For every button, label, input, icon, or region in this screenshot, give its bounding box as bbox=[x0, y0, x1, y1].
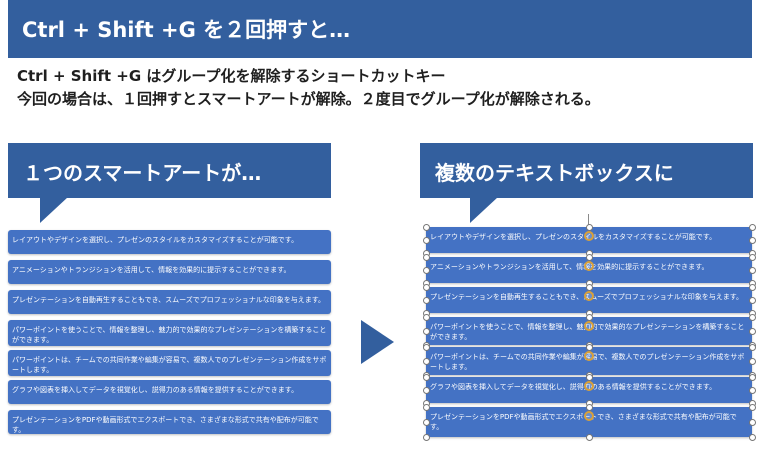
resize-handle[interactable] bbox=[422, 283, 430, 291]
smartart-item-text: グラフや図表を挿入してデータを視覚化し、説得力のある情報を提供することができます… bbox=[12, 386, 299, 394]
textbox-item-text: アニメーションやトランジションを活用して、情報を効果的に提示することができます。 bbox=[430, 263, 709, 271]
resize-handle[interactable] bbox=[585, 343, 593, 351]
resize-handle[interactable] bbox=[422, 266, 430, 274]
resize-handle[interactable] bbox=[748, 266, 756, 274]
right-callout: 複数のテキストボックスに bbox=[420, 143, 753, 198]
smartart-item-text: アニメーションやトランジションを活用して、情報を効果的に提示することができます。 bbox=[12, 266, 291, 274]
resize-handle[interactable] bbox=[422, 433, 430, 441]
resize-handle[interactable] bbox=[422, 403, 430, 411]
resize-handle[interactable] bbox=[748, 283, 756, 291]
smartart-item-text: プレゼンテーションをPDFや動画形式でエクスポートでき、さまざまな形式で共有や配… bbox=[12, 416, 319, 434]
resize-handle[interactable] bbox=[585, 313, 593, 321]
resize-handle[interactable] bbox=[748, 403, 756, 411]
resize-handle[interactable] bbox=[422, 223, 430, 231]
smartart-item-text: パワーポイントは、チームでの共同作業や編集が容易で、複数人でのプレゼンテーション… bbox=[12, 356, 327, 374]
resize-handle[interactable] bbox=[422, 313, 430, 321]
smartart-item[interactable]: パワーポイントは、チームでの共同作業や編集が容易で、複数人でのプレゼンテーション… bbox=[8, 350, 331, 376]
resize-handle[interactable] bbox=[748, 236, 756, 244]
smartart-item[interactable]: アニメーションやトランジションを活用して、情報を効果的に提示することができます。 bbox=[8, 260, 331, 284]
rotate-handle-icon[interactable] bbox=[584, 351, 594, 361]
resize-handle[interactable] bbox=[748, 223, 756, 231]
smartart-item-text: パワーポイントを使うことで、情報を整理し、魅力的で効果的なプレゼンテーションを構… bbox=[12, 326, 327, 344]
resize-handle[interactable] bbox=[422, 357, 430, 365]
rotate-handle-icon[interactable] bbox=[584, 381, 594, 391]
rotate-handle-icon[interactable] bbox=[584, 321, 594, 331]
smartart-item[interactable]: レイアウトやデザインを選択し、プレゼンのスタイルをカスタマイズすることが可能です… bbox=[8, 230, 331, 254]
textbox-item-text: プレゼンテーションをPDFや動画形式でエクスポートでき、さまざまな形式で共有や配… bbox=[430, 413, 737, 431]
smartart-item[interactable]: パワーポイントを使うことで、情報を整理し、魅力的で効果的なプレゼンテーションを構… bbox=[8, 320, 331, 346]
description-line-1: Ctrl + Shift +G はグループ化を解除するショートカットキー bbox=[17, 67, 446, 85]
textbox-item-text: レイアウトやデザインを選択し、プレゼンのスタイルをカスタマイズすることが可能です… bbox=[430, 233, 717, 241]
resize-handle[interactable] bbox=[748, 373, 756, 381]
description-line-2: 今回の場合は、１回押すとスマートアートが解除。２度目でグループ化が解除される。 bbox=[17, 90, 600, 108]
right-callout-text: 複数のテキストボックスに bbox=[435, 161, 674, 185]
smartart-item-text: レイアウトやデザインを選択し、プレゼンのスタイルをカスタマイズすることが可能です… bbox=[12, 236, 299, 244]
resize-handle[interactable] bbox=[748, 313, 756, 321]
resize-handle[interactable] bbox=[585, 373, 593, 381]
rotate-handle-icon[interactable] bbox=[584, 411, 594, 421]
rotate-handle-icon[interactable] bbox=[584, 231, 594, 241]
smartart-item[interactable]: グラフや図表を挿入してデータを視覚化し、説得力のある情報を提供することができます… bbox=[8, 380, 331, 404]
resize-handle[interactable] bbox=[748, 327, 756, 335]
resize-handle[interactable] bbox=[748, 253, 756, 261]
rotate-handle-icon[interactable] bbox=[584, 261, 594, 271]
right-arrow-shape bbox=[361, 320, 394, 364]
slide-title: Ctrl + Shift +G を２回押すと… bbox=[22, 18, 351, 42]
resize-handle[interactable] bbox=[422, 327, 430, 335]
resize-handle[interactable] bbox=[748, 386, 756, 394]
resize-handle[interactable] bbox=[748, 433, 756, 441]
right-callout-tail bbox=[470, 197, 498, 223]
resize-handle[interactable] bbox=[422, 253, 430, 261]
resize-handle[interactable] bbox=[422, 236, 430, 244]
resize-handle[interactable] bbox=[422, 386, 430, 394]
textbox-item-text: グラフや図表を挿入してデータを視覚化し、説得力のある情報を提供することができます… bbox=[430, 383, 717, 391]
left-callout: １つのスマートアートが… bbox=[8, 143, 331, 198]
resize-handle[interactable] bbox=[422, 343, 430, 351]
smartart-item[interactable]: プレゼンテーションをPDFや動画形式でエクスポートでき、さまざまな形式で共有や配… bbox=[8, 410, 331, 434]
slide-title-bar: Ctrl + Shift +G を２回押すと… bbox=[8, 0, 752, 58]
resize-handle[interactable] bbox=[422, 373, 430, 381]
left-callout-tail bbox=[40, 197, 68, 223]
resize-handle[interactable] bbox=[748, 418, 756, 426]
resize-handle[interactable] bbox=[585, 403, 593, 411]
resize-handle[interactable] bbox=[585, 433, 593, 441]
resize-handle[interactable] bbox=[748, 343, 756, 351]
resize-handle[interactable] bbox=[585, 223, 593, 231]
rotate-handle-icon[interactable] bbox=[584, 291, 594, 301]
smartart-item-text: プレゼンテーションを自動再生することもでき、スムーズでプロフェッショナルな印象を… bbox=[12, 296, 326, 304]
resize-handle[interactable] bbox=[748, 357, 756, 365]
resize-handle[interactable] bbox=[585, 253, 593, 261]
smartart-item[interactable]: プレゼンテーションを自動再生することもでき、スムーズでプロフェッショナルな印象を… bbox=[8, 290, 331, 314]
resize-handle[interactable] bbox=[422, 296, 430, 304]
resize-handle[interactable] bbox=[585, 283, 593, 291]
resize-handle[interactable] bbox=[748, 296, 756, 304]
left-callout-text: １つのスマートアートが… bbox=[23, 161, 262, 185]
resize-handle[interactable] bbox=[422, 418, 430, 426]
